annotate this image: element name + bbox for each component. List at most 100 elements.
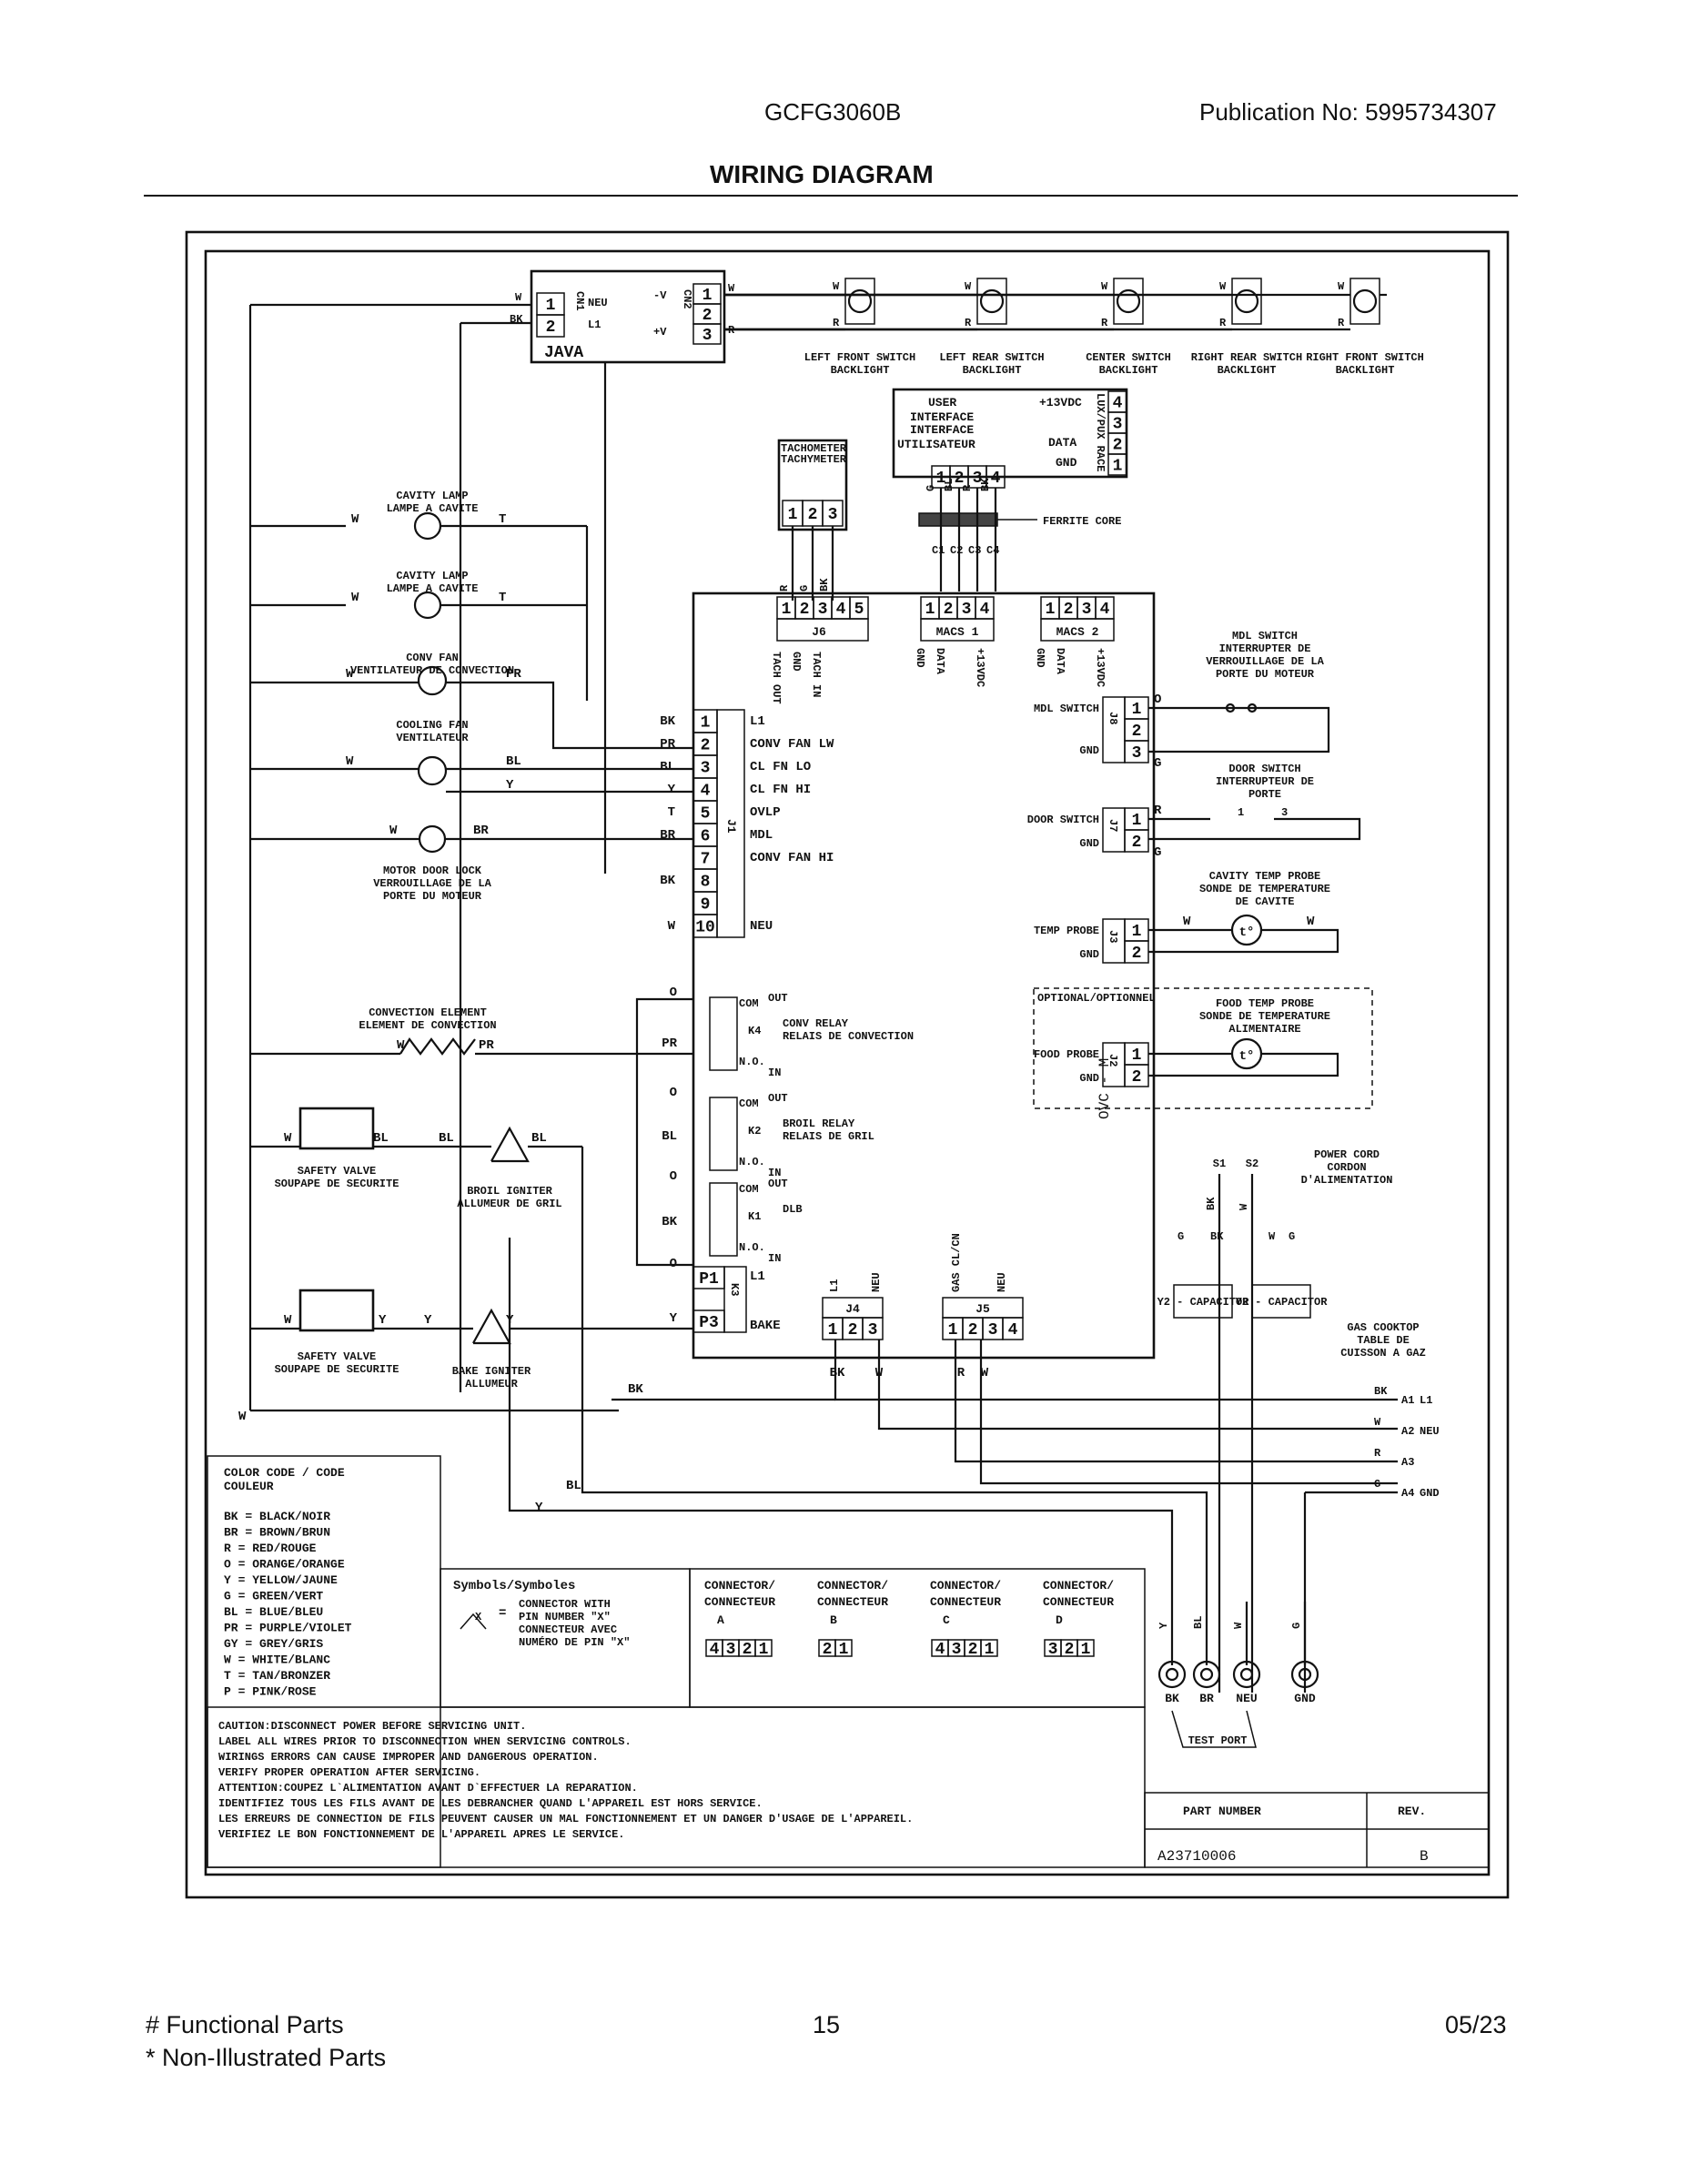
j3-pin-number: 1 [1132, 923, 1142, 941]
j1-pin-number: 2 [701, 737, 711, 755]
wire-label: T [499, 591, 506, 605]
caution-line: VERIFY PROPER OPERATION AFTER SERVICING. [218, 1766, 480, 1779]
relay-com: COM [739, 1183, 759, 1196]
j1-pin-number: 1 [701, 714, 711, 733]
legend-entry: G = GREEN/VERT [224, 1590, 323, 1603]
connector-title: CONNECTOR/ [817, 1579, 888, 1592]
relay-in: IN [768, 1067, 781, 1079]
ui-side-pin-number: 2 [1113, 437, 1123, 455]
terminal-gnd [1290, 1660, 1319, 1689]
j5-name: J5 [975, 1302, 990, 1316]
legend-entry: P = PINK/ROSE [224, 1685, 317, 1699]
j4-pin [862, 1317, 884, 1340]
gas-cooktop-label: TABLE DE [1357, 1334, 1410, 1347]
switch-label: LEFT REAR SWITCH [939, 351, 1044, 364]
wire-label: G [798, 585, 811, 592]
wire-label: BL [506, 754, 521, 769]
relay-no: N.O. [739, 1156, 765, 1168]
tach-label: TACHOMETER [781, 442, 847, 455]
wire-label: BL [660, 760, 675, 774]
connector-b-pin-number: 1 [839, 1641, 849, 1659]
connector-c-pin-number: 3 [952, 1641, 962, 1659]
connector-a-pin-number: 3 [726, 1641, 736, 1659]
wire-label: BK [628, 1382, 643, 1397]
cooling-fan-label: COOLING FAN [396, 719, 468, 732]
switch-lamp-icon [1116, 288, 1141, 314]
wire-label: G [925, 485, 937, 491]
conv-fan-label: VENTILATEUR DE CONVECTION [350, 664, 514, 677]
inner-frame [204, 249, 1491, 1876]
connector-title: CONNECTEUR [817, 1595, 888, 1609]
wire-label: BK [830, 1366, 845, 1380]
j6-pin-number: 4 [836, 601, 846, 619]
cavity-lamp-1-label: CAVITY LAMP [396, 490, 468, 502]
j2-pin-number: 2 [1132, 1068, 1142, 1087]
j1-pin-number: 9 [701, 896, 711, 915]
wire-label: Y [424, 1313, 432, 1328]
wire-label: W [284, 1313, 292, 1328]
j6-sub: TACH OUT [770, 652, 783, 704]
j7-name: J7 [1107, 819, 1119, 832]
wire-label: PR [479, 1038, 494, 1053]
wire-label: BL [943, 479, 955, 491]
publication-number: Publication No: 5995734307 [1199, 98, 1497, 126]
safety-valve-1-label: SAFETY VALVE [298, 1165, 376, 1178]
cavity-lamp-2-label: CAVITY LAMP [396, 570, 468, 582]
j6-pin-number: 1 [782, 601, 792, 619]
j2-name: J2 [1107, 1054, 1119, 1067]
temp-probe-label: TEMP PROBE [1034, 925, 1099, 937]
wire-label: BR [660, 828, 675, 843]
food-probe-title: FOOD TEMP PROBE [1216, 997, 1314, 1010]
j4-l1-wire [834, 1340, 1398, 1401]
door-switch-title: INTERRUPTEUR DE [1216, 775, 1314, 788]
food-probe-wire [1148, 1052, 1339, 1077]
connector-c-pin-number: 4 [935, 1641, 945, 1659]
y2-capacitor-1 [1173, 1284, 1233, 1319]
j7-pin-number: 2 [1132, 834, 1142, 852]
connector-d-pin [1076, 1639, 1095, 1657]
macs1-pin-number: 2 [944, 601, 954, 619]
wire-label: R [1154, 804, 1162, 818]
j6-pin-number: 2 [800, 601, 810, 619]
model-number: GCFG3060B [764, 98, 902, 126]
relay-in: IN [768, 1167, 781, 1179]
switch-label: BACKLIGHT [1336, 364, 1395, 377]
j5-pin-number: 3 [988, 1321, 998, 1340]
cavity-lamp-1-label: LAMPE A CAVITE [387, 502, 479, 515]
wire-label: G [1289, 1230, 1295, 1243]
relay-k2 [709, 1097, 738, 1171]
part-number-box [1144, 1792, 1490, 1868]
connector-b-pin [834, 1639, 853, 1657]
connector-id: C [943, 1613, 950, 1627]
wire-label: BL [662, 1129, 677, 1144]
door-switch-label: DOOR SWITCH [1027, 814, 1099, 826]
caution-line: CAUTION:DISCONNECT POWER BEFORE SERVICIN… [218, 1720, 526, 1733]
terminal-neu [1232, 1660, 1261, 1689]
j8-pin-number: 3 [1132, 744, 1142, 763]
door-lock-label: MOTOR DOOR LOCK [383, 864, 482, 877]
j8-gnd: GND [1079, 744, 1099, 757]
ui-connector-pin-number: 1 [936, 470, 946, 488]
legend-entry: Y = YELLOW/JAUNE [224, 1573, 338, 1587]
door-switch-wire [1148, 817, 1361, 841]
caution-line: WIRINGS ERRORS CAN CAUSE IMPROPER AND DA… [218, 1751, 599, 1764]
wire-label: BK [1205, 1197, 1218, 1210]
connector-b-pin-number: 2 [823, 1641, 833, 1659]
wire-label: O [670, 1086, 677, 1100]
wire-label: BK [818, 578, 831, 592]
wire-label: BK [1374, 1385, 1388, 1398]
food-probe-title: SONDE DE TEMPERATURE [1199, 1010, 1330, 1023]
j1-function: L1 [750, 714, 765, 729]
conn-sym: C3 [968, 544, 981, 557]
page-title: WIRING DIAGRAM [710, 160, 934, 188]
wire-label: BL [566, 1479, 581, 1493]
j1-function: OVLP [750, 805, 781, 820]
j3-name: J3 [1107, 930, 1119, 943]
wire-label: R [1374, 1447, 1381, 1460]
wire-label: R [833, 317, 840, 329]
j1-pin-number: 3 [701, 760, 711, 778]
conv-element-label: ELEMENT DE CONVECTION [359, 1019, 496, 1032]
wire-label: W [1238, 1203, 1250, 1210]
wire-label: G [1374, 1478, 1380, 1491]
j1-pin-number: 8 [701, 874, 711, 892]
